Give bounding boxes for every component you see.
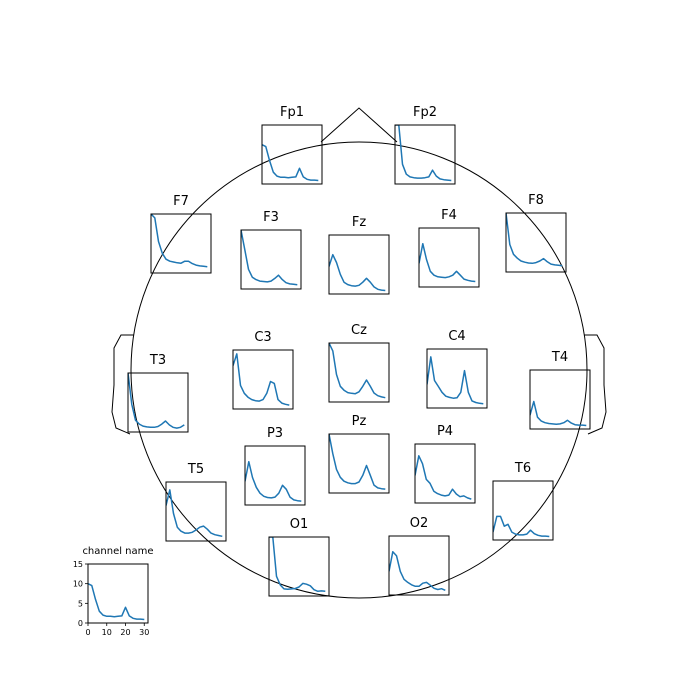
channel-panel-t4: T4 [529, 350, 591, 430]
channel-panel-pz: Pz [328, 414, 390, 494]
reference-x-tick-label: 10 [102, 628, 112, 637]
channel-panel-o1: O1 [268, 517, 330, 597]
channel-panel-p4: P4 [414, 424, 476, 504]
channel-label-fp1: Fp1 [280, 105, 304, 120]
channel-series-line-c3 [233, 353, 290, 406]
channel-series-line-p4 [415, 455, 472, 500]
channel-panel-f3: F3 [240, 210, 302, 290]
reference-x-tick-label: 30 [139, 628, 149, 637]
channel-frame-fp1 [261, 124, 323, 185]
head-outline [111, 107, 607, 599]
channel-frame-t6 [492, 480, 554, 541]
channel-frame-f7 [150, 213, 212, 274]
channel-label-c3: C3 [254, 330, 271, 345]
channel-series-line-cz [329, 343, 386, 399]
channel-frame-fp2 [394, 124, 456, 185]
channel-label-f8: F8 [528, 193, 544, 208]
left-ear-outline [111, 334, 134, 435]
head-circle [130, 141, 588, 599]
reference-y-tick-label: 0 [78, 619, 83, 628]
channel-series-line-o1 [269, 537, 326, 593]
channel-label-p3: P3 [267, 426, 283, 441]
channel-panel-fz: Fz [328, 215, 390, 295]
channel-series-line-f7 [151, 214, 208, 268]
channel-panel-t3: T3 [127, 353, 189, 433]
channel-series-line-f8 [506, 213, 563, 267]
channel-frame-pz [328, 433, 390, 494]
channel-panel-f4: F4 [418, 208, 480, 288]
channel-panel-f8: F8 [505, 193, 567, 273]
channel-frame-p4 [414, 443, 476, 504]
channel-label-o2: O2 [410, 516, 429, 531]
channel-series-line-f4 [419, 242, 476, 283]
reference-y-tick-label: 5 [78, 599, 83, 608]
reference-x-tick-label: 20 [120, 628, 130, 637]
channel-series-line-fz [329, 253, 386, 292]
channel-label-f7: F7 [173, 194, 189, 209]
channel-panel-t5: T5 [165, 462, 227, 542]
channel-frame-t3 [127, 372, 189, 433]
channel-series-line-t5 [166, 489, 223, 538]
channel-label-t3: T3 [149, 353, 166, 368]
reference-y-tick-label: 15 [73, 560, 83, 569]
channel-frame-o1 [268, 536, 330, 597]
channel-panel-p3: P3 [244, 426, 306, 506]
channel-series-line-o2 [389, 550, 446, 591]
channel-series-line-pz [329, 434, 386, 490]
channel-series-line-reference [88, 583, 145, 621]
channel-panel-c4: C4 [426, 329, 488, 409]
channel-frame-fz [328, 234, 390, 295]
reference-y-tick-label: 10 [73, 580, 83, 589]
channel-series-line-t6 [493, 515, 550, 538]
channel-series-line-f3 [241, 230, 298, 286]
channel-label-t5: T5 [187, 462, 204, 477]
channel-label-f4: F4 [441, 208, 457, 223]
channel-label-t6: T6 [514, 461, 531, 476]
channel-frame-c3 [232, 349, 294, 410]
reference-title: channel name [82, 546, 153, 557]
channel-frame-f3 [240, 229, 302, 290]
nose-outline [320, 107, 398, 143]
channel-label-t4: T4 [551, 350, 568, 365]
channel-label-fz: Fz [352, 215, 366, 230]
right-ear-outline [584, 334, 607, 435]
channel-label-pz: Pz [352, 414, 367, 429]
channel-series-line-fp2 [395, 125, 452, 182]
channel-frame-cz [328, 342, 390, 403]
channel-series-line-t4 [530, 400, 587, 427]
channel-label-o1: O1 [290, 517, 309, 532]
channel-frame-t5 [165, 481, 227, 542]
channel-frame-p3 [244, 445, 306, 506]
channel-series-line-fp1 [262, 144, 319, 182]
channel-frame-c4 [426, 348, 488, 409]
reference-x-tick-label: 0 [85, 628, 90, 637]
channel-panel-c3: C3 [232, 330, 294, 410]
reference-panel: channel name 0 10 20 30 0 5 10 15 [73, 546, 154, 637]
channel-panel-cz: Cz [328, 323, 390, 403]
channel-series-line-c4 [427, 356, 484, 405]
channel-frame-o2 [388, 535, 450, 596]
channel-frame-f4 [418, 227, 480, 288]
channel-label-p4: P4 [437, 424, 453, 439]
channel-frame-reference [87, 563, 149, 624]
channel-panel-t6: T6 [492, 461, 554, 541]
channel-label-fp2: Fp2 [413, 105, 437, 120]
channel-panel-fp1: Fp1 [261, 105, 323, 185]
channel-panel-o2: O2 [388, 516, 450, 596]
channel-label-f3: F3 [263, 210, 279, 225]
channel-panel-f7: F7 [150, 194, 212, 274]
channel-label-cz: Cz [351, 323, 367, 338]
channel-frame-t4 [529, 369, 591, 430]
channel-panel-fp2: Fp2 [394, 105, 456, 185]
channel-series-line-p3 [245, 460, 302, 502]
channel-series-line-t3 [128, 373, 185, 429]
channel-label-c4: C4 [448, 329, 465, 344]
channel-frame-f8 [505, 212, 567, 273]
